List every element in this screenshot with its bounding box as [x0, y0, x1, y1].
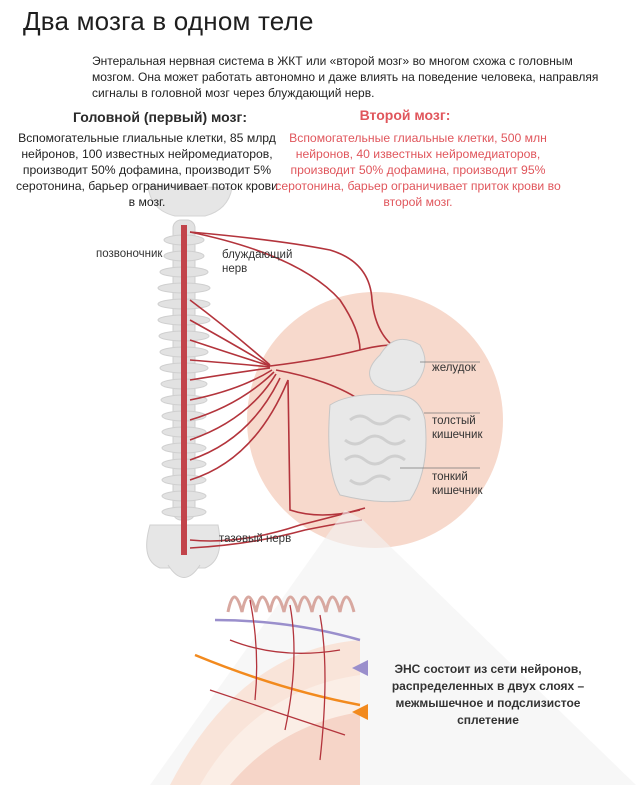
ens-note: ЭНС состоит из сети нейронов, распределе… — [391, 662, 585, 727]
skull-base — [147, 184, 233, 217]
stomach-label: желудок — [432, 362, 476, 374]
vagus-nerve-label: блуждающий нерв — [222, 249, 293, 275]
submucosal-marker-triangle — [352, 704, 368, 720]
small-intestine-label: тонкий кишечник — [432, 471, 483, 497]
first-brain-description: Вспомогательные глиальные клетки, 85 млр… — [16, 131, 278, 209]
submucosal-plexus-line — [194, 653, 361, 707]
gut-wall-cross-section — [170, 595, 361, 785]
colon-label: толстый кишечник — [432, 415, 483, 441]
intro-paragraph: Энтеральная нервная система в ЖКТ или «в… — [92, 54, 599, 100]
myenteric-plexus-line — [214, 618, 361, 642]
first-brain-heading: Головной (первый) мозг: — [73, 109, 247, 125]
second-brain-heading: Второй мозг: — [359, 107, 451, 123]
sacrum — [167, 564, 201, 578]
large-intestine-shape — [328, 393, 427, 503]
page-title: Два мозга в одном теле — [23, 6, 314, 36]
spine-label: позвоночник — [96, 248, 163, 260]
pelvic-nerve-label: тазовый нерв — [219, 533, 292, 545]
label-leaders — [400, 361, 480, 469]
myenteric-marker-triangle — [352, 660, 368, 676]
second-brain-description: Вспомогательные глиальные клетки, 500 мл… — [275, 131, 561, 209]
small-intestine-shape — [344, 414, 411, 486]
spinal-cord — [181, 225, 187, 555]
stomach-shape — [369, 338, 426, 392]
